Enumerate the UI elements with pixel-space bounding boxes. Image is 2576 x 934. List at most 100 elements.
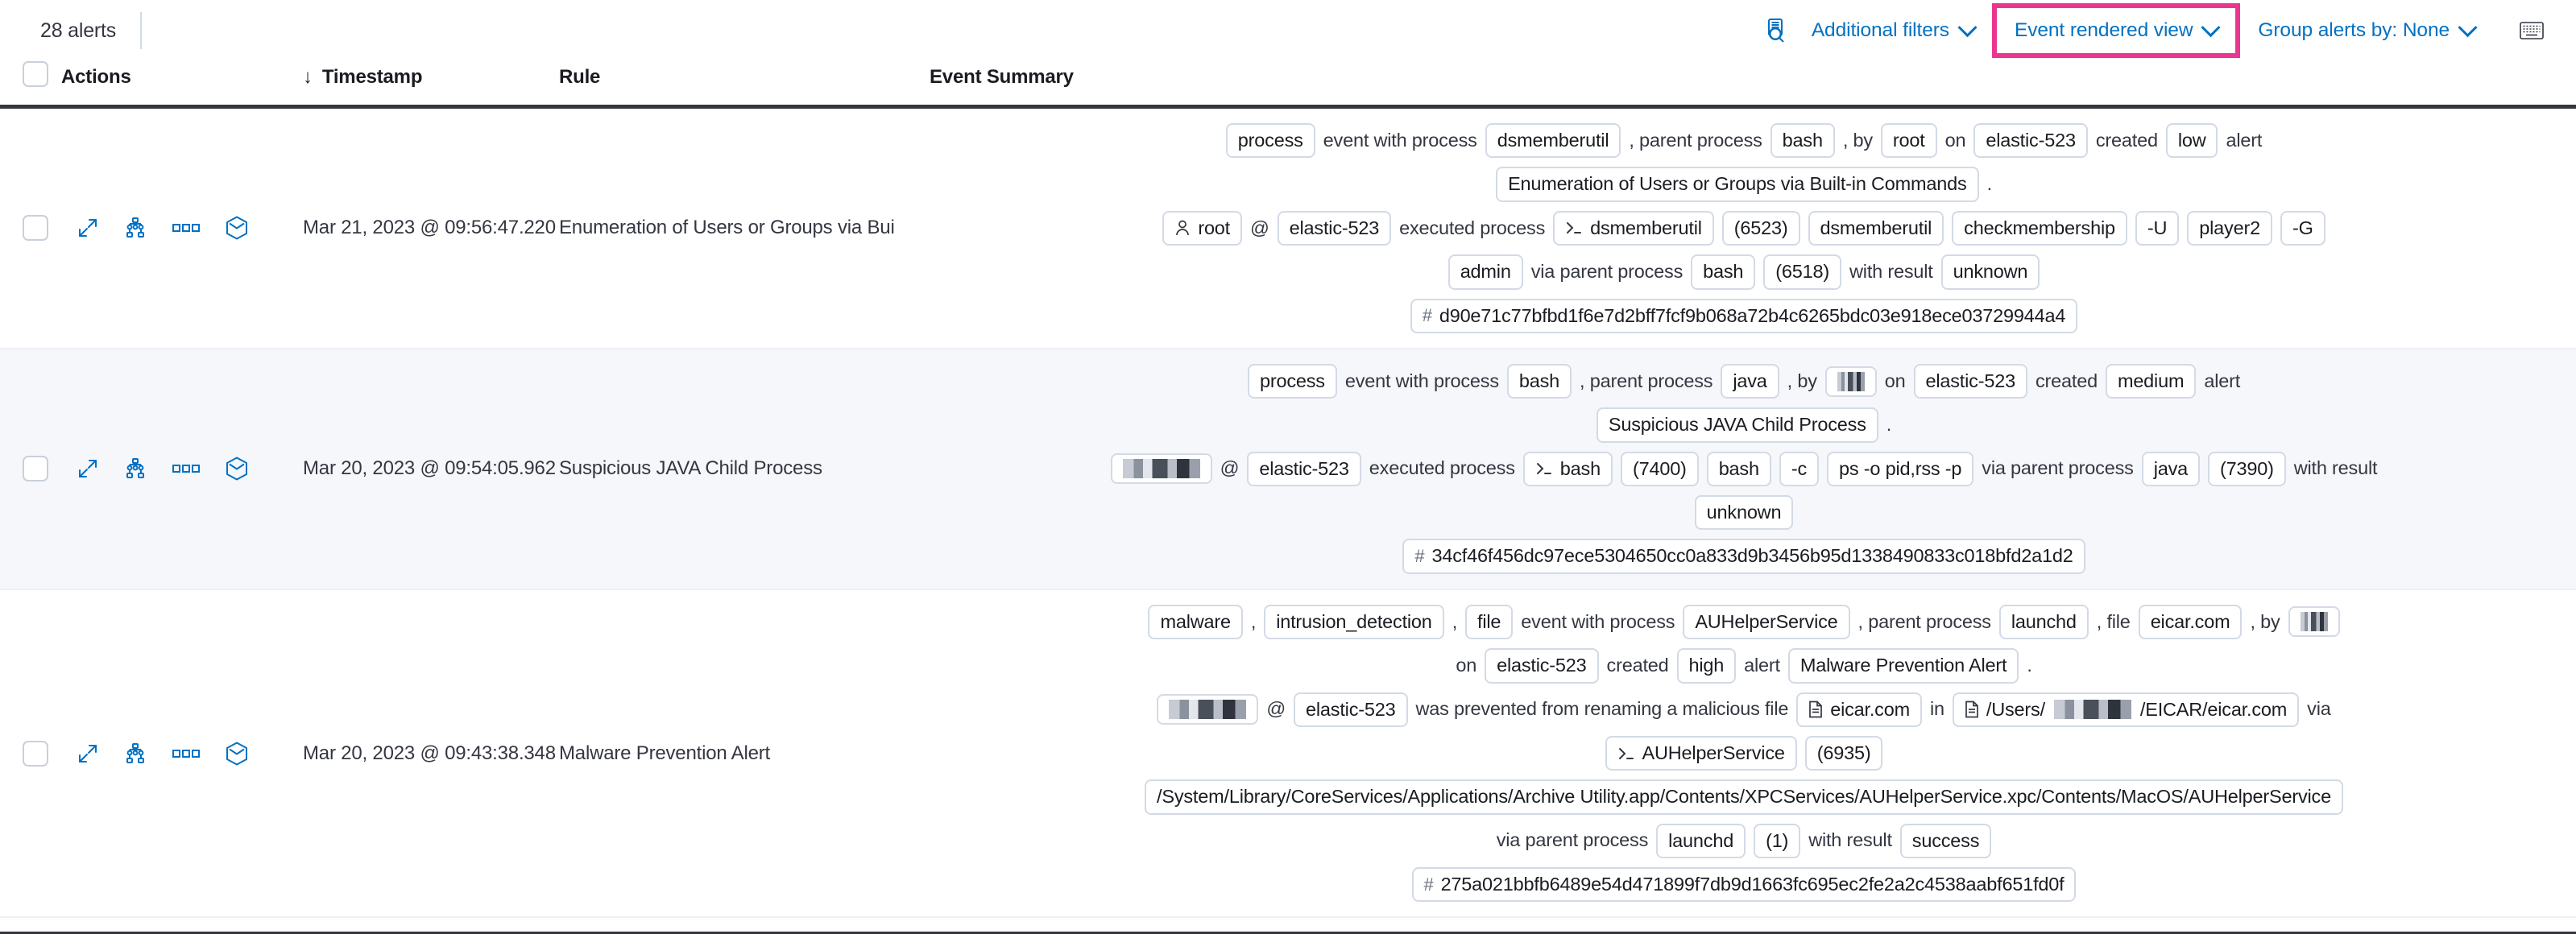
summary-chip[interactable] <box>1824 366 1877 397</box>
summary-chip[interactable]: (6935) <box>1804 735 1883 771</box>
summary-chip[interactable]: eicar.com <box>2138 604 2243 640</box>
summary-text: executed process <box>1369 457 1515 479</box>
chip-label: dsmemberutil <box>1590 217 1702 238</box>
select-all-checkbox[interactable] <box>23 61 48 87</box>
summary-chip[interactable]: low <box>2165 123 2218 159</box>
expand-icon[interactable] <box>77 217 98 238</box>
summary-text: . <box>1886 414 1892 436</box>
inspect-icon[interactable] <box>1757 10 1799 52</box>
analyzer-icon[interactable] <box>124 458 147 479</box>
summary-chip[interactable]: Malware Prevention Alert <box>1787 648 2019 684</box>
summary-chip[interactable]: process <box>1247 363 1337 399</box>
more-actions-icon[interactable] <box>172 463 200 474</box>
summary-chip[interactable]: AUHelperService <box>1605 735 1797 771</box>
summary-chip[interactable]: launchd <box>1998 604 2089 640</box>
summary-chip[interactable]: process <box>1225 123 1315 159</box>
summary-chip[interactable]: dsmemberutil <box>1485 123 1621 159</box>
summary-text: via parent process <box>1496 829 1649 851</box>
summary-chip[interactable]: admin <box>1447 254 1523 290</box>
summary-chip[interactable]: Enumeration of Users or Groups via Built… <box>1496 167 1979 202</box>
summary-chip[interactable]: ps -o pid,rss -p <box>1827 451 1974 486</box>
summary-chip[interactable]: #34cf46f456dc97ece5304650cc0a833d9b3456b… <box>1402 539 2085 574</box>
summary-chip[interactable]: success <box>1899 823 1992 858</box>
summary-chip[interactable]: player2 <box>2187 210 2272 246</box>
rule-cell[interactable]: Suspicious JAVA Child Process <box>559 457 822 480</box>
summary-chip[interactable]: (7390) <box>2208 451 2286 486</box>
row-checkbox[interactable] <box>23 215 48 242</box>
summary-chip[interactable]: root <box>1880 123 1937 159</box>
summary-chip[interactable]: -G <box>2280 210 2325 246</box>
summary-chip[interactable]: Suspicious JAVA Child Process <box>1596 407 1878 443</box>
event-rendered-view-button[interactable]: Event rendered view <box>2002 11 2230 50</box>
expand-icon[interactable] <box>77 458 98 479</box>
event-rendered-view-label: Event rendered view <box>2014 19 2193 41</box>
summary-chip[interactable]: -c <box>1779 451 1820 486</box>
summary-chip[interactable]: bash <box>1706 451 1771 486</box>
summary-chip[interactable]: -U <box>2135 210 2180 246</box>
summary-chip[interactable]: elastic-523 <box>1247 451 1361 486</box>
summary-chip[interactable]: elastic-523 <box>1913 363 2027 399</box>
row-checkbox[interactable] <box>23 456 48 482</box>
rule-cell[interactable]: Enumeration of Users or Groups via Bui <box>559 217 895 239</box>
session-view-icon[interactable] <box>226 457 248 481</box>
chip-label: ps -o pid,rss -p <box>1839 457 1962 479</box>
summary-chip[interactable]: /Users//EICAR/eicar.com <box>1952 692 2300 727</box>
timestamp-cell: Mar 20, 2023 @ 09:43:38.348 <box>303 742 556 764</box>
summary-chip[interactable]: eicar.com <box>1796 692 1922 727</box>
rule-cell[interactable]: Malware Prevention Alert <box>559 742 770 764</box>
summary-chip[interactable]: java <box>2141 451 2200 486</box>
summary-chip[interactable]: (1) <box>1754 823 1801 858</box>
th-timestamp[interactable]: ↓ Timestamp <box>303 61 559 107</box>
summary-chip[interactable] <box>1157 694 1259 725</box>
group-alerts-by-label: Group alerts by: None <box>2258 19 2450 41</box>
summary-chip[interactable] <box>1110 453 1212 485</box>
row-checkbox[interactable] <box>23 740 48 767</box>
summary-chip[interactable]: unknown <box>1694 495 1794 531</box>
session-view-icon[interactable] <box>226 216 248 240</box>
alerts-toolbar: 28 alerts Additional filters Event rende… <box>0 0 2576 61</box>
keyboard-icon[interactable] <box>2520 21 2544 40</box>
more-actions-icon[interactable] <box>172 222 200 234</box>
summary-chip[interactable]: checkmembership <box>1952 210 2127 246</box>
summary-chip[interactable]: (6523) <box>1721 210 1800 246</box>
summary-chip[interactable]: high <box>1676 648 1737 684</box>
analyzer-icon[interactable] <box>124 217 147 238</box>
summary-chip[interactable]: AUHelperService <box>1683 604 1850 640</box>
summary-chip[interactable]: unknown <box>1940 254 2040 290</box>
summary-chip[interactable]: java <box>1721 363 1779 399</box>
session-view-icon[interactable] <box>226 742 248 766</box>
summary-chip[interactable]: dsmemberutil <box>1553 210 1714 246</box>
summary-chip[interactable]: (7400) <box>1620 451 1699 486</box>
summary-chip[interactable]: launchd <box>1656 823 1746 858</box>
summary-chip[interactable]: elastic-523 <box>1485 648 1599 684</box>
summary-chip[interactable]: dsmemberutil <box>1808 210 1944 246</box>
summary-chip[interactable]: bash <box>1691 254 1756 290</box>
summary-chip[interactable]: bash <box>1506 363 1572 399</box>
summary-chip[interactable]: bash <box>1522 451 1613 486</box>
summary-chip[interactable]: malware <box>1148 604 1243 640</box>
chip-label: root <box>1892 130 1925 151</box>
summary-text: created <box>2035 370 2098 391</box>
analyzer-icon[interactable] <box>124 742 147 764</box>
th-rule[interactable]: Rule <box>559 61 930 107</box>
summary-chip[interactable]: elastic-523 <box>1277 210 1392 246</box>
summary-chip[interactable]: elastic-523 <box>1973 123 2088 159</box>
additional-filters-button[interactable]: Additional filters <box>1799 11 1987 50</box>
summary-chip[interactable]: medium <box>2105 363 2197 399</box>
summary-chip[interactable]: /System/Library/CoreServices/Application… <box>1145 779 2343 815</box>
group-alerts-by-button[interactable]: Group alerts by: None <box>2245 11 2487 50</box>
summary-chip[interactable]: intrusion_detection <box>1264 604 1444 640</box>
summary-chip[interactable]: #275a021bbfb6489e54d471899f7db9d1663fc69… <box>1411 867 2077 903</box>
summary-chip[interactable]: #d90e71c77bfbd1f6e7d2bff7fcf9b068a72b4c6… <box>1410 298 2078 333</box>
summary-chip[interactable]: bash <box>1770 123 1835 159</box>
summary-chip[interactable]: file <box>1465 604 1514 640</box>
summary-chip[interactable]: root <box>1162 210 1243 246</box>
summary-chip[interactable]: (6518) <box>1763 254 1842 290</box>
summary-chip[interactable]: elastic-523 <box>1294 692 1408 727</box>
summary-chip[interactable] <box>2288 606 2340 638</box>
more-actions-icon[interactable] <box>172 748 200 759</box>
expand-icon[interactable] <box>77 743 98 764</box>
